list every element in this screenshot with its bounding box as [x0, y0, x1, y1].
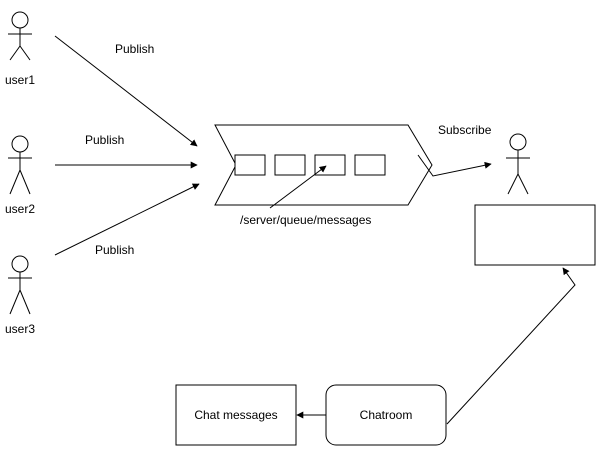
subscribe-edge [417, 154, 492, 177]
publish-edge-1 [54, 35, 198, 147]
subscribe-label: Subscribe [438, 123, 492, 137]
actor-head [11, 135, 29, 153]
actor-subscriber [506, 133, 530, 195]
publish-label-1: Publish [115, 42, 154, 56]
actor-head [509, 133, 527, 151]
publish-edge-3 [54, 183, 200, 256]
chatroom-to-subscriber-edge [446, 267, 576, 425]
actor-label-user3: user3 [5, 322, 35, 336]
queue-slots [234, 154, 386, 176]
actor-label-user1: user1 [5, 73, 35, 87]
queue-label: /server/queue/messages [240, 213, 371, 227]
actor-user3 [8, 255, 32, 315]
actor-head [11, 11, 29, 29]
actor-head [11, 255, 29, 273]
actor-user1 [8, 11, 32, 61]
queue-slot [354, 154, 386, 176]
publish-label-3: Publish [95, 243, 134, 257]
queue-slot [274, 154, 306, 176]
chat-messages-node [175, 384, 297, 446]
chat-messages-label: Chat messages [194, 408, 277, 422]
actor-user2 [8, 135, 32, 195]
chatroom-label: Chatroom [360, 408, 413, 422]
queue-slot [314, 154, 346, 176]
subscriber-box [474, 204, 596, 266]
actor-label-user2: user2 [5, 202, 35, 216]
queue-slot [234, 154, 266, 176]
queue-label-pointer [269, 165, 327, 209]
publish-label-2: Publish [85, 133, 124, 147]
